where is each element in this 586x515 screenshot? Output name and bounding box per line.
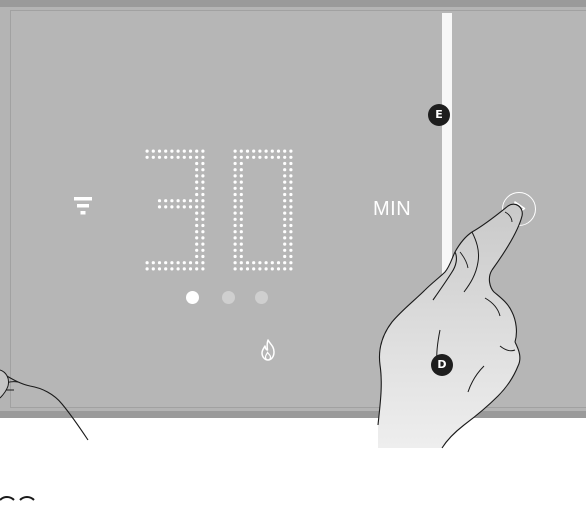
marker-d: D [431, 354, 453, 376]
marker-e: E [428, 104, 450, 126]
decorative-shapes [0, 484, 40, 515]
